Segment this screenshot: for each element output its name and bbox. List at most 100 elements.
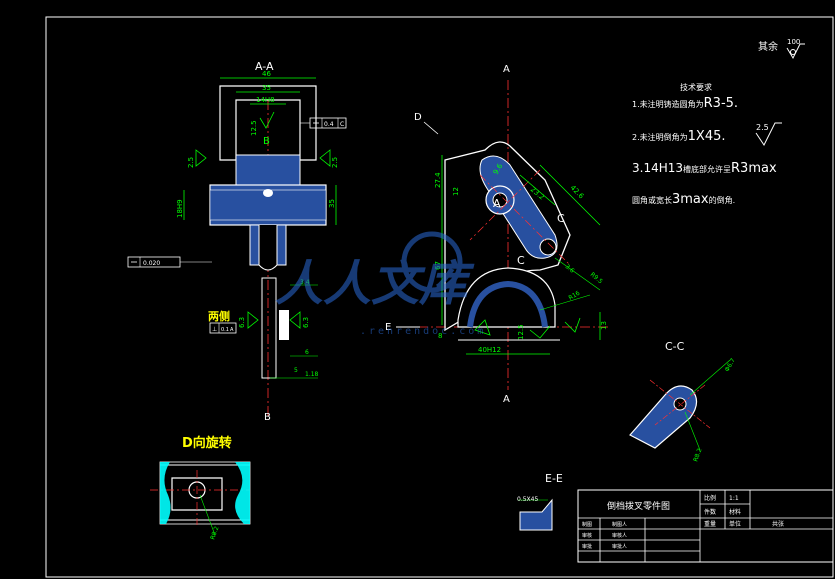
section-aa-title: A-A (255, 60, 274, 73)
watermark: 人人文库 .renrendoc.com (275, 231, 483, 337)
roughness-circle-icon (790, 49, 796, 55)
cc-dim-r82: R8.2 (692, 447, 703, 462)
aa-roughness-right-icon (319, 149, 331, 167)
aa-lever (261, 277, 277, 379)
aa-dim-35: 35 (262, 84, 271, 92)
aa-tol-flat: 0.4 (324, 121, 334, 128)
main-dim-67: 67 (434, 261, 442, 270)
aa-hole-icon (263, 189, 273, 197)
cc-section-outline (629, 385, 698, 449)
aa-two-sides: 两侧 (208, 309, 230, 323)
main-dim-8: 8 (438, 332, 442, 340)
aa-dim-34: 3.4 (300, 279, 310, 286)
aa-roughness-icon (259, 111, 275, 129)
main-cut-a-top: A (503, 64, 510, 75)
aa-roughness-63r-icon (289, 311, 301, 329)
aa-dim-118: 1.18 (305, 371, 319, 378)
view-d-break-right (160, 462, 171, 524)
tech-requirements: 技术要求 1.未注明铸造圆角为R3-5. 2.未注明倒角为1X45. 2.5 3… (632, 82, 782, 207)
ee-section-outline (519, 498, 553, 531)
view-d-rot: D向旋转 R8.2 (150, 435, 251, 541)
title-check-by: 审核人 (612, 532, 627, 539)
aa-dim-h35: 35 (328, 199, 336, 208)
tech-item3: 3.14H13槽底部允许呈R3max (632, 161, 777, 176)
main-dim-426-line (539, 164, 601, 226)
aa-roughness-left-icon (195, 149, 207, 167)
aa-dim-5: 5 (294, 367, 298, 374)
title-ratio-label: 比例 (704, 494, 716, 502)
view-d-title: D向旋转 (182, 435, 232, 451)
aa-dim-46: 46 (262, 70, 271, 78)
section-ee-view: E-E 0.5X45 (517, 472, 563, 531)
aa-cut-b-top: B (263, 136, 270, 147)
main-arc-fill (467, 280, 548, 328)
aa-dim-125: 12.5 (250, 120, 258, 136)
section-ee-title: E-E (545, 472, 563, 485)
section-cc-title: C-C (665, 340, 685, 353)
aa-r63-left: 6.3 (238, 317, 246, 328)
main-label-a: A (493, 197, 501, 210)
title-drawn-label: 制图 (582, 521, 592, 528)
aa-lever-pad (279, 310, 289, 340)
main-hole-a (492, 192, 508, 208)
tech-heading: 技术要求 (680, 82, 712, 92)
section-cc-view: C-C Φ6.7 R8.2 (629, 340, 737, 463)
main-label-c2: C (517, 254, 525, 267)
cc-dim-d67: Φ6.7 (724, 357, 737, 373)
main-dim-12: 12 (452, 187, 460, 196)
aa-tol-perp: 0.1 (221, 327, 229, 333)
aa-r63-right: 6.3 (302, 317, 310, 328)
main-roughness2-icon (564, 317, 581, 333)
aa-r25-right: 2.5 (331, 157, 339, 168)
main-view-d: D (414, 112, 422, 123)
title-weight-label: 重量 (704, 520, 716, 528)
roughness-symbol-icon (786, 43, 805, 60)
tech-item2-roughness: 2.5 (756, 123, 769, 132)
aa-dim-14h8: 14H8 (256, 96, 275, 104)
main-hole-c (539, 238, 557, 256)
main-roughness3-icon (474, 319, 491, 336)
aa-cut-b-bottom: B (264, 412, 271, 423)
tech-item2: 2.未注明倒角为1X45. (632, 129, 726, 144)
main-roughness-icon (529, 325, 551, 339)
perpendicularity-icon: ⊥ (212, 326, 217, 333)
main-dim-36: 3.6 (564, 263, 576, 275)
main-cut-e: E (385, 322, 391, 333)
title-part-name: 倒档拨叉零件图 (607, 500, 670, 512)
title-approve-by: 审批人 (612, 543, 627, 550)
aa-slot (258, 225, 278, 271)
watermark-logo-icon (401, 231, 463, 293)
watermark-text: 人人文库 (275, 256, 475, 312)
aa-dim-6: 6 (305, 349, 309, 356)
title-drawn-by: 制图人 (612, 521, 627, 528)
title-check-label: 审核 (582, 532, 592, 539)
tech-item4: 圆角或宽长3max的倒角. (632, 192, 735, 207)
main-dim-232-line (519, 174, 556, 206)
aa-hub-upper (235, 154, 301, 186)
view-d-r82: R8.2 (209, 525, 220, 540)
main-label-c: C (557, 212, 565, 225)
main-dim-274: 27.4 (434, 172, 442, 188)
tech-roughness-icon (755, 122, 782, 146)
main-arc-cutout (457, 267, 556, 328)
view-d-body (171, 477, 223, 511)
main-dim-40h12: 40H12 (478, 346, 501, 354)
aa-fork-outline (219, 85, 317, 161)
title-qty-label: 件数 (704, 508, 716, 516)
corner-note-label: 其余 (758, 40, 778, 53)
aa-tol-flat-ref: C (340, 121, 344, 128)
corner-note-roughness: 100 (787, 38, 800, 46)
tech-item1: 1.未注明铸造圆角为R3-5. (632, 96, 738, 111)
aa-dim-18h9: 18H9 (176, 199, 184, 218)
main-dim-13: 13 (600, 321, 608, 330)
main-cut-a-bottom: A (503, 394, 510, 405)
drawing-frame (45, 16, 834, 578)
aa-perp-frame (209, 322, 237, 334)
main-dim-125: 12.5 (517, 324, 525, 340)
ee-chamfer: 0.5X45 (517, 496, 538, 503)
aa-roughness-63l-icon (247, 311, 259, 329)
title-unit-label: 单位 (729, 520, 741, 528)
arm-centerline (479, 174, 571, 266)
